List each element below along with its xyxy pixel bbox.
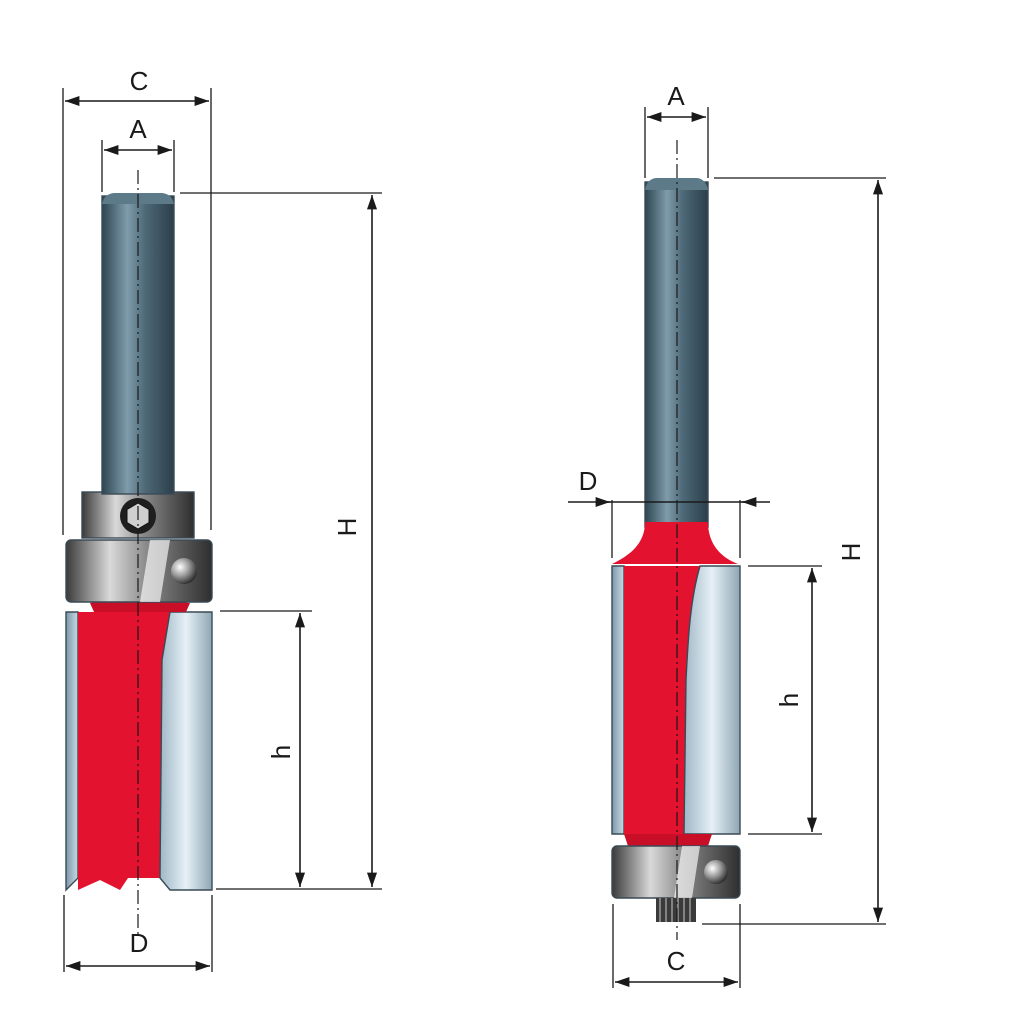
right-bearing bbox=[611, 845, 741, 899]
left-cutter-body bbox=[65, 599, 213, 892]
right-label-A: A bbox=[667, 81, 685, 111]
left-bearing-ball bbox=[171, 558, 197, 584]
right-cutter-neck bbox=[612, 522, 738, 564]
left-router-bit: C A H h D bbox=[62, 66, 382, 972]
left-label-H: H bbox=[332, 518, 362, 537]
left-bearing bbox=[65, 539, 213, 603]
right-bearing-ball bbox=[704, 860, 728, 884]
left-label-h: h bbox=[266, 745, 296, 759]
right-retaining-screw bbox=[656, 898, 696, 922]
left-label-D: D bbox=[130, 928, 149, 958]
left-label-A: A bbox=[129, 114, 147, 144]
right-label-h: h bbox=[774, 693, 804, 707]
right-label-C: C bbox=[667, 946, 686, 976]
right-label-D: D bbox=[579, 466, 598, 496]
right-router-bit: A D H h C bbox=[568, 81, 886, 988]
right-label-H: H bbox=[836, 543, 866, 562]
left-label-C: C bbox=[130, 66, 149, 96]
right-cutter-body bbox=[611, 565, 741, 846]
